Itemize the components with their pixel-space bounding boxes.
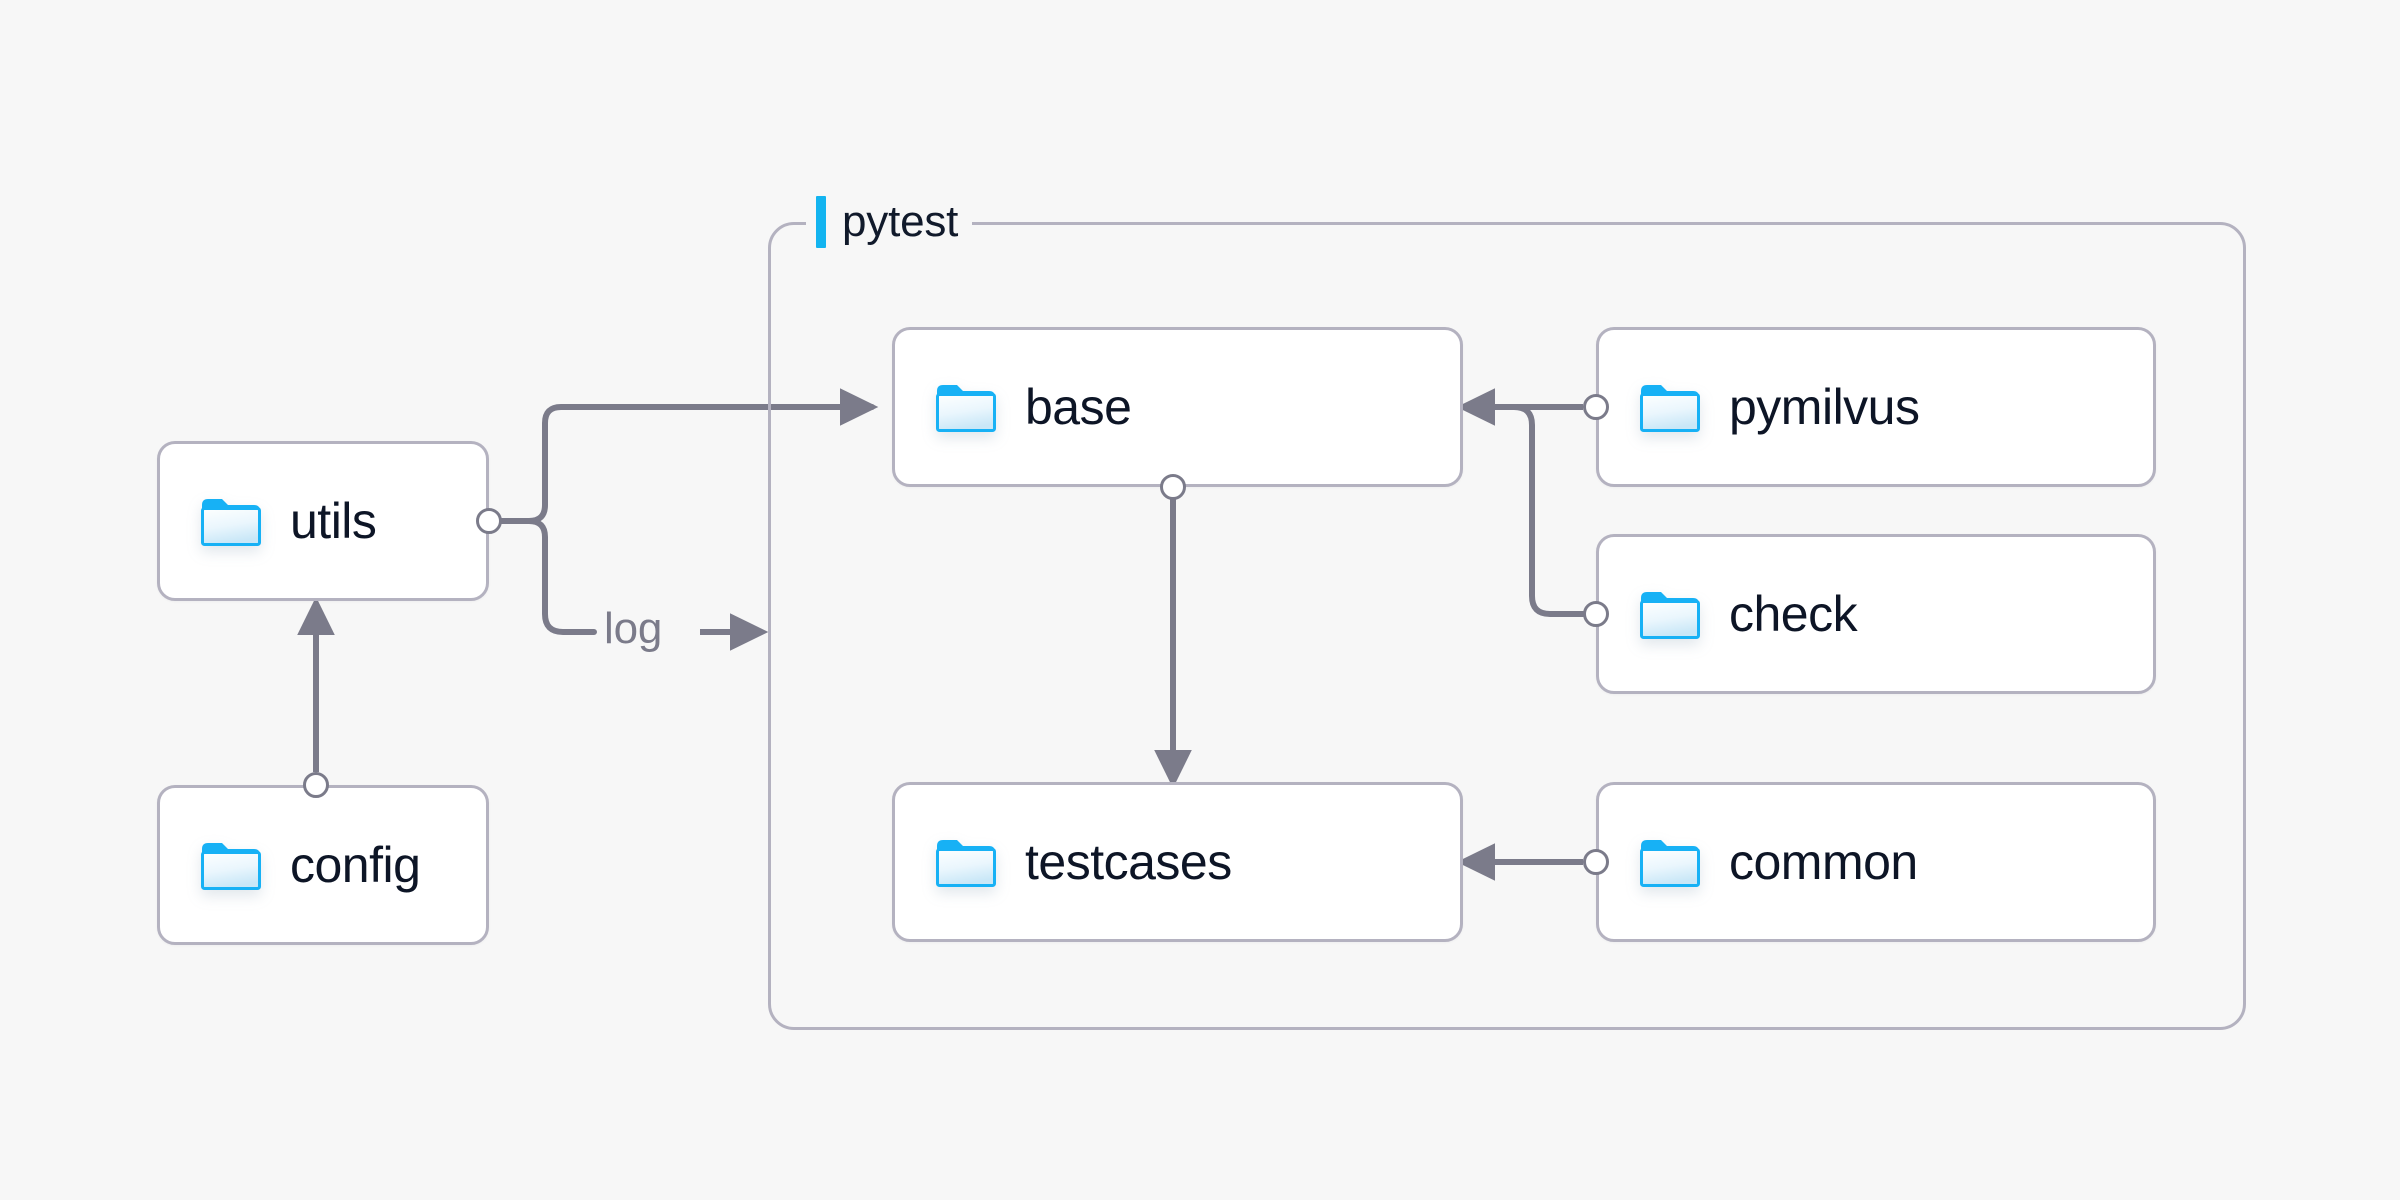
group-pytest-label-wrap: pytest xyxy=(806,194,973,250)
port-pymilvus-left[interactable] xyxy=(1583,394,1609,420)
node-common[interactable]: common xyxy=(1596,782,2156,942)
folder-icon xyxy=(200,495,262,547)
folder-icon xyxy=(935,381,997,433)
node-common-label: common xyxy=(1729,834,1918,890)
node-utils[interactable]: utils xyxy=(157,441,489,601)
node-testcases[interactable]: testcases xyxy=(892,782,1463,942)
node-config-label: config xyxy=(290,837,421,893)
folder-icon xyxy=(935,836,997,888)
node-base[interactable]: base xyxy=(892,327,1463,487)
folder-icon xyxy=(1639,381,1701,433)
node-base-label: base xyxy=(1025,379,1132,435)
port-utils-right[interactable] xyxy=(476,508,502,534)
port-check-left[interactable] xyxy=(1583,601,1609,627)
folder-icon xyxy=(1639,588,1701,640)
node-pymilvus[interactable]: pymilvus xyxy=(1596,327,2156,487)
node-pymilvus-label: pymilvus xyxy=(1729,379,1920,435)
node-check-label: check xyxy=(1729,586,1858,642)
folder-icon xyxy=(1639,836,1701,888)
group-pytest[interactable] xyxy=(768,222,2246,1030)
node-check[interactable]: check xyxy=(1596,534,2156,694)
folder-icon xyxy=(200,839,262,891)
accent-bar-icon xyxy=(816,196,826,248)
group-pytest-label: pytest xyxy=(842,197,959,246)
edge-label-log: log xyxy=(604,604,663,653)
port-common-left[interactable] xyxy=(1583,849,1609,875)
node-utils-label: utils xyxy=(290,493,377,549)
node-config[interactable]: config xyxy=(157,785,489,945)
port-config-top[interactable] xyxy=(303,772,329,798)
port-base-bottom[interactable] xyxy=(1160,474,1186,500)
node-testcases-label: testcases xyxy=(1025,834,1232,890)
